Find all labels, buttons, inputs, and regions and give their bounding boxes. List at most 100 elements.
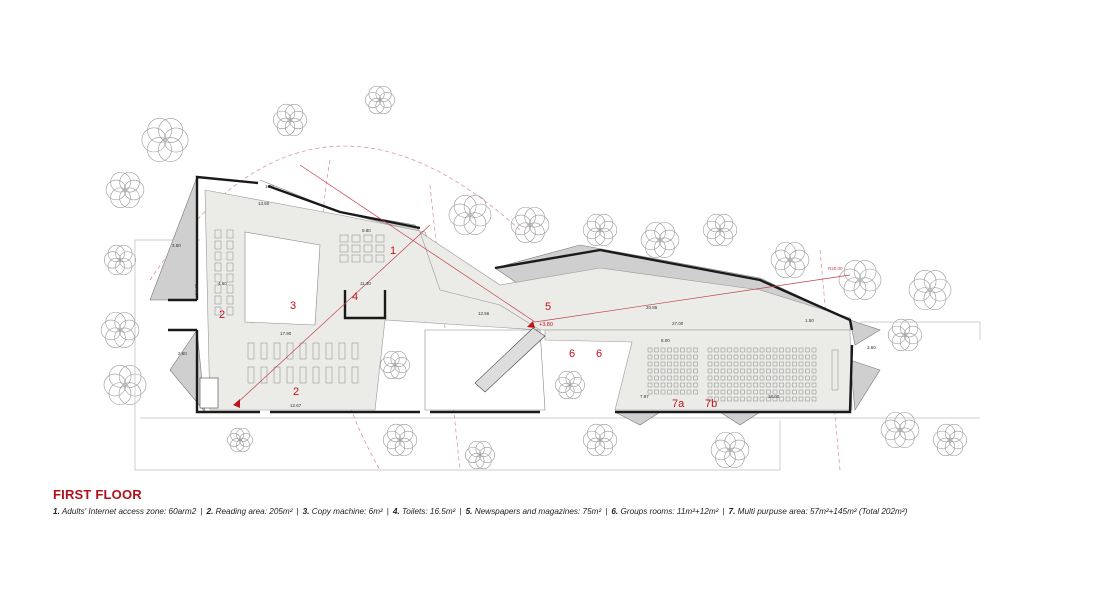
chair-icon bbox=[792, 396, 797, 402]
chair-icon bbox=[727, 396, 732, 402]
chair-icon bbox=[226, 295, 234, 305]
chair-icon bbox=[811, 396, 817, 402]
chair-icon bbox=[686, 368, 692, 374]
tree-icon bbox=[463, 195, 487, 218]
dim: 4.60 bbox=[218, 281, 227, 286]
chair-icon bbox=[286, 366, 294, 384]
dim: 17.90 bbox=[280, 331, 292, 336]
tree-icon bbox=[555, 376, 572, 393]
tree-icon bbox=[394, 437, 414, 457]
chair-icon bbox=[792, 347, 797, 353]
chair-icon bbox=[707, 389, 713, 395]
tree-icon bbox=[640, 229, 662, 251]
chair-icon bbox=[759, 354, 765, 360]
chair-icon bbox=[727, 361, 732, 367]
chair-icon bbox=[667, 347, 672, 353]
chair-icon bbox=[785, 347, 791, 353]
tree-icon bbox=[891, 332, 911, 352]
chair-icon bbox=[339, 234, 349, 243]
chair-icon bbox=[693, 347, 698, 353]
tree-icon bbox=[365, 91, 382, 108]
tree-icon bbox=[147, 137, 172, 162]
chair-icon bbox=[720, 368, 726, 374]
floor-title: FIRST FLOOR bbox=[53, 487, 142, 502]
chair-icon bbox=[707, 396, 713, 402]
legend-item: 6. Groups rooms: 11m²+12m² bbox=[611, 507, 718, 516]
tree-icon bbox=[524, 207, 545, 228]
chair-icon bbox=[351, 244, 361, 253]
tree-icon bbox=[515, 222, 536, 243]
chair-icon bbox=[214, 229, 222, 239]
tree-icon bbox=[724, 432, 745, 453]
chair-icon bbox=[727, 354, 732, 360]
chair-icon bbox=[759, 361, 765, 367]
chair-icon bbox=[647, 361, 653, 367]
chair-icon bbox=[686, 389, 692, 395]
chair-icon bbox=[746, 389, 752, 395]
chair-icon bbox=[779, 361, 784, 367]
tree-icon bbox=[894, 427, 915, 449]
tree-icon bbox=[276, 103, 296, 123]
tree-icon bbox=[123, 179, 145, 201]
chair-icon bbox=[792, 368, 797, 374]
chair-icon bbox=[226, 284, 234, 294]
zone-labels: 1 2 2 3 4 5 6 6 7a 7b +3.80 bbox=[219, 245, 717, 410]
chair-icon bbox=[805, 375, 810, 381]
zone-label-3: 3 bbox=[290, 300, 296, 312]
tree-icon bbox=[714, 227, 734, 247]
chair-icon bbox=[693, 368, 698, 374]
chair-icon bbox=[680, 389, 685, 395]
chair-icon bbox=[673, 382, 679, 388]
legend-separator: | bbox=[296, 507, 299, 516]
chair-icon bbox=[811, 354, 817, 360]
chair-icon bbox=[247, 366, 255, 384]
tree-icon bbox=[515, 206, 536, 228]
tree-icon bbox=[105, 179, 127, 201]
tree-icon bbox=[903, 325, 923, 345]
chair-icon bbox=[785, 396, 791, 402]
tree-icon bbox=[932, 430, 952, 450]
chair-icon bbox=[779, 354, 784, 360]
tree-icon bbox=[928, 278, 952, 302]
chair-icon bbox=[714, 389, 719, 395]
tree-icon bbox=[586, 437, 606, 457]
legend-number: 4. bbox=[392, 507, 400, 516]
chair-icon bbox=[766, 375, 771, 381]
chair-icon bbox=[273, 366, 281, 384]
tree-icon bbox=[594, 214, 614, 233]
tree-icon bbox=[375, 85, 392, 102]
chair-icon bbox=[654, 354, 659, 360]
chair-icon bbox=[805, 396, 810, 402]
tree-icon bbox=[276, 117, 296, 137]
chair-icon bbox=[686, 361, 692, 367]
chair-icon bbox=[766, 389, 771, 395]
chair-icon bbox=[792, 382, 797, 388]
chair-icon bbox=[753, 368, 758, 374]
chair-icon bbox=[363, 254, 373, 263]
chair-icon bbox=[214, 306, 222, 316]
chair-icon bbox=[779, 389, 784, 395]
tree-icon bbox=[463, 212, 487, 235]
dim: 8.00 bbox=[661, 338, 670, 343]
chair-icon bbox=[805, 361, 810, 367]
chair-icon bbox=[673, 361, 679, 367]
chair-icon bbox=[720, 361, 726, 367]
chair-icon bbox=[772, 396, 778, 402]
chair-icon bbox=[740, 382, 745, 388]
chair-icon bbox=[759, 368, 765, 374]
legend-separator: | bbox=[200, 507, 203, 516]
tree-icon bbox=[724, 447, 745, 469]
chair-icon bbox=[673, 347, 679, 353]
chair-icon bbox=[746, 354, 752, 360]
tree-icon bbox=[114, 327, 135, 349]
tree-icon bbox=[885, 427, 906, 448]
tree-icon bbox=[710, 439, 732, 461]
chair-icon bbox=[733, 389, 739, 395]
chair-icon bbox=[312, 342, 320, 360]
chair-icon bbox=[680, 361, 685, 367]
tree-icon bbox=[158, 118, 184, 143]
tree-icon bbox=[236, 438, 250, 453]
tree-icon bbox=[944, 437, 964, 457]
dim: 13.60 bbox=[258, 201, 270, 206]
chair-icon bbox=[720, 375, 726, 381]
